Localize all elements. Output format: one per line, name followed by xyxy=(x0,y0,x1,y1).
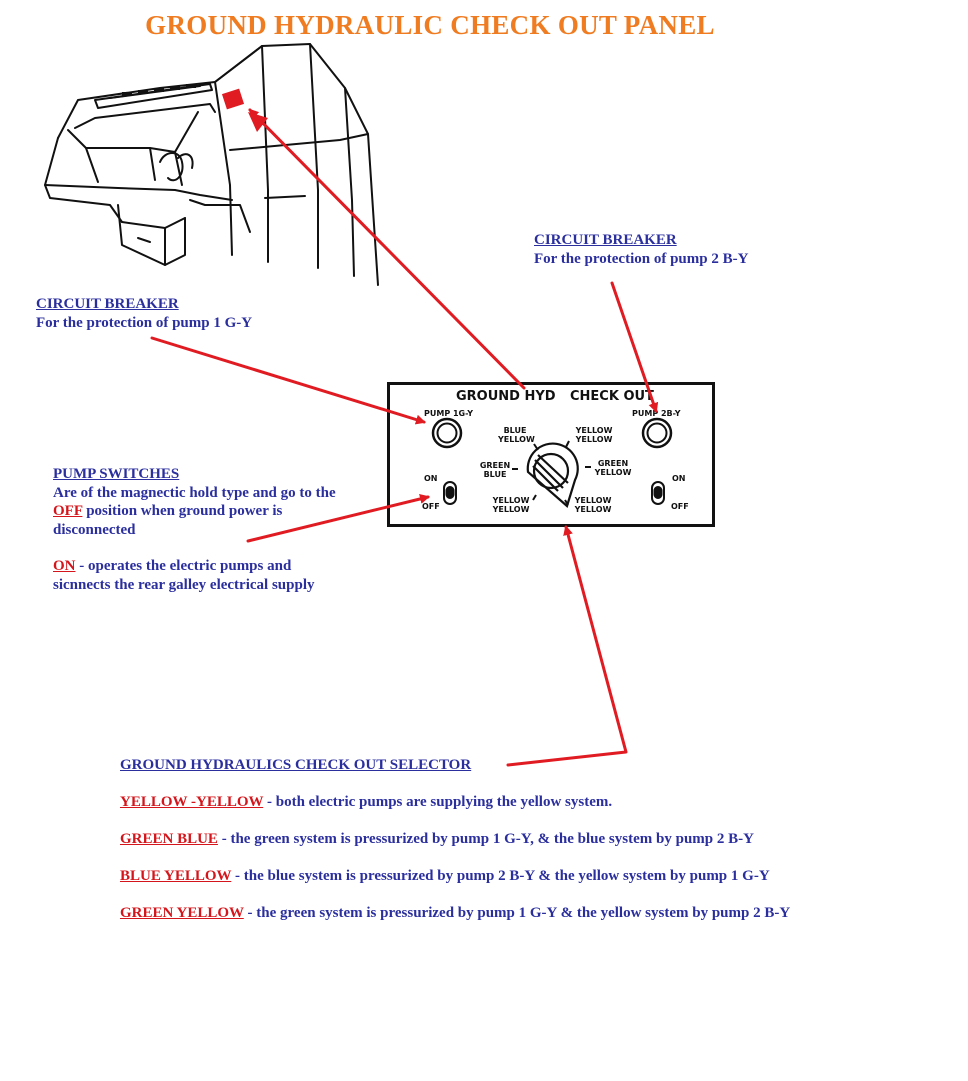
callout-cb-pump2-heading: CIRCUIT BREAKER xyxy=(534,232,677,248)
callout-cb-pump2-text: For the protection of pump 2 B-Y xyxy=(534,250,749,267)
selector-item-green-blue: GREEN BLUE - the green system is pressur… xyxy=(120,831,754,847)
switch-right-on-label: ON xyxy=(672,474,686,483)
pump-switches-line4: ON - operates the electric pumps and xyxy=(53,557,373,576)
switch-right-off-label: OFF xyxy=(671,502,689,511)
page-title: GROUND HYDRAULIC CHECK OUT PANEL xyxy=(145,10,715,40)
red-arrow-cockpit-head xyxy=(248,112,268,132)
pump-switches-line3: disconnected xyxy=(53,521,136,538)
pump-switches-heading: PUMP SWITCHES xyxy=(53,466,180,482)
pump-switches-line4-rest: - operates the electric pumps and xyxy=(75,558,292,574)
callout-cb-pump2: CIRCUIT BREAKER For the protection of pu… xyxy=(534,231,748,268)
callout-pump-switches: PUMP SWITCHES Are of the magnectic hold … xyxy=(53,465,373,594)
red-arrow-to-cockpit xyxy=(248,108,526,390)
panel-title-right: CHECK OUT xyxy=(570,389,654,404)
pump-switches-line1: Are of the magnectic hold type and go to… xyxy=(53,484,336,501)
panel-title-left: GROUND HYD xyxy=(456,389,556,404)
cb-left-label: PUMP 1G-Y xyxy=(424,409,474,418)
on-word: ON xyxy=(53,558,76,574)
pump-switches-line2-rest: position when ground power is xyxy=(82,503,283,519)
selector-heading: GROUND HYDRAULICS CHECK OUT SELECTOR xyxy=(120,757,472,773)
callout-cb-pump1-text: For the protection of pump 1 G-Y xyxy=(36,314,253,331)
pump-switches-line5: sicnnects the rear galley electrical sup… xyxy=(53,576,315,593)
red-arrow-cb-pump1 xyxy=(150,336,426,425)
off-word: OFF xyxy=(53,503,83,519)
cb-right-label: PUMP 2B-Y xyxy=(632,409,681,418)
selector-section: GROUND HYDRAULICS CHECK OUT SELECTOR YEL… xyxy=(120,756,940,922)
selector-item-blue-yellow: BLUE YELLOW - the blue system is pressur… xyxy=(120,868,770,884)
pump-switches-line2: OFF position when ground power is xyxy=(53,502,373,521)
switch-left-on-label: ON xyxy=(424,474,438,483)
switch-left-off-label: OFF xyxy=(422,502,440,511)
red-arrow-selector xyxy=(506,525,628,767)
selector-item-green-yellow: GREEN YELLOW - the green system is press… xyxy=(120,905,791,921)
callout-cb-pump1: CIRCUIT BREAKER For the protection of pu… xyxy=(36,295,252,332)
callout-cb-pump1-heading: CIRCUIT BREAKER xyxy=(36,296,179,312)
selector-item-yellow-yellow: YELLOW -YELLOW - both electric pumps are… xyxy=(120,794,613,810)
